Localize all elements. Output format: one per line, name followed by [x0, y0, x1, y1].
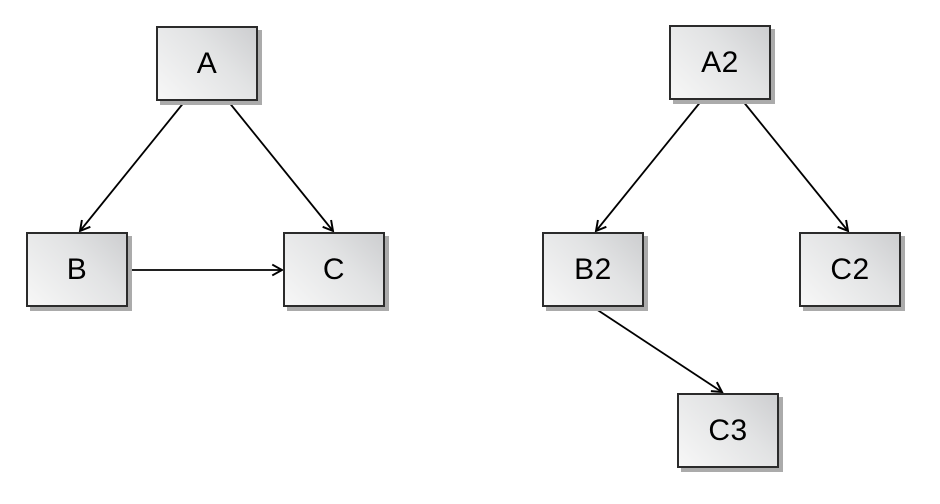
node-a2-label: A2	[701, 45, 739, 79]
node-b-box[interactable]: B	[26, 232, 128, 307]
node-c2-label: C2	[830, 252, 870, 286]
node-a2-box[interactable]: A2	[669, 25, 771, 100]
edge-a2-b2	[594, 99, 703, 233]
node-a-box[interactable]: A	[156, 26, 258, 101]
node-b2-label: B2	[574, 252, 612, 286]
node-a-label: A	[196, 46, 218, 80]
node-c2-box[interactable]: C2	[799, 232, 901, 307]
edge-a-b	[78, 100, 186, 233]
edge-a2-c2	[741, 99, 850, 233]
edge-b2-c3	[592, 306, 724, 394]
node-c3-box[interactable]: C3	[677, 393, 779, 468]
node-c-box[interactable]: C	[283, 232, 385, 307]
node-b-label: B	[66, 252, 88, 286]
edge-a-c	[227, 100, 335, 233]
node-b2-box[interactable]: B2	[542, 232, 644, 307]
node-c-label: C	[322, 252, 346, 286]
node-c3-label: C3	[708, 413, 748, 447]
